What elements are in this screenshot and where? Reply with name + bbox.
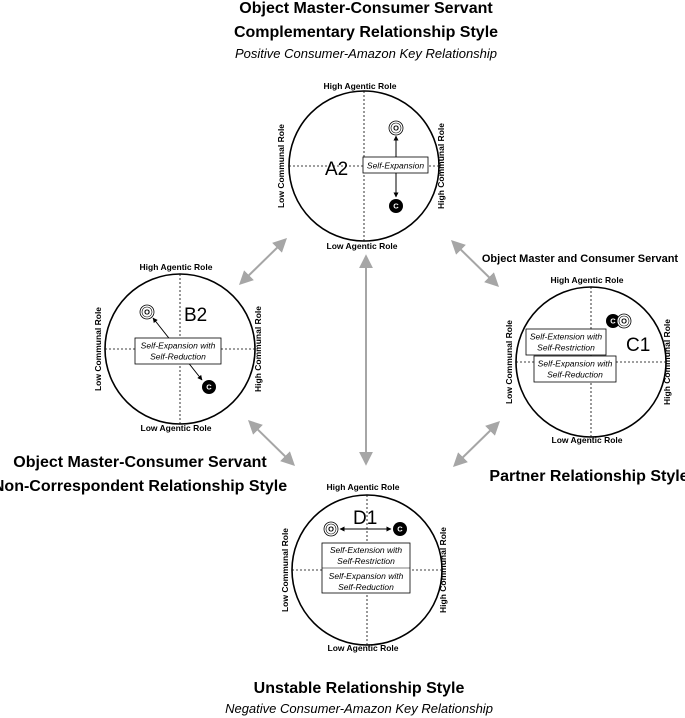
c1-box-2 bbox=[533, 355, 617, 383]
b2-object-node-letter: O bbox=[144, 308, 150, 317]
connector-arrow-c1-d1 bbox=[452, 421, 501, 467]
d1-low-communal-label: Low Communal Role bbox=[280, 528, 290, 612]
c1-object-node-letter: O bbox=[621, 317, 627, 326]
b2-label: B2 bbox=[184, 305, 207, 326]
right-title: Partner Relationship Style bbox=[489, 468, 685, 485]
c1-box-1 bbox=[525, 328, 607, 356]
b2-consumer-node-letter: C bbox=[206, 383, 212, 392]
c1-box2-text-line1: Self-Expansion with bbox=[538, 359, 613, 369]
consumer-node-icon bbox=[606, 314, 620, 328]
d1-box1-text-line2: Self-Restriction bbox=[337, 556, 395, 566]
d1-high-communal-label: High Communal Role bbox=[438, 527, 448, 613]
c1-low-communal-label: Low Communal Role bbox=[504, 320, 514, 404]
a2-label: A2 bbox=[325, 159, 348, 180]
d1-box2-text-line2: Self-Reduction bbox=[338, 582, 394, 592]
object-node-inner-icon bbox=[325, 523, 337, 535]
b2-high-agentic-label: High Agentic Role bbox=[140, 262, 213, 272]
a2-high-communal-label: High Communal Role bbox=[436, 123, 446, 209]
b2-box-text-line2: Self-Reduction bbox=[150, 352, 206, 362]
object-node-inner-icon bbox=[618, 315, 630, 327]
d1-box1-text-line1: Self-Extension with bbox=[330, 545, 403, 555]
b2-low-communal-label: Low Communal Role bbox=[93, 307, 103, 391]
d1-object-node-letter: O bbox=[328, 525, 334, 534]
d1-low-agentic-label: Low Agentic Role bbox=[328, 643, 399, 653]
object-node-inner-icon bbox=[390, 122, 402, 134]
top-title-line2: Complementary Relationship Style bbox=[234, 24, 498, 41]
bottom-title: Unstable Relationship Style bbox=[254, 680, 465, 697]
right-above-label: Object Master and Consumer Servant bbox=[482, 253, 679, 265]
c1-label: C1 bbox=[626, 335, 650, 356]
consumer-node-icon bbox=[393, 522, 407, 536]
quadrant-b2: High Agentic Role Low Agentic Role Low C… bbox=[93, 262, 263, 433]
quadrant-c1: High Agentic Role Low Agentic Role Low C… bbox=[504, 275, 672, 445]
c1-box1-text-line1: Self-Extension with bbox=[530, 332, 603, 342]
top-title-line1: Object Master-Consumer Servant bbox=[239, 0, 493, 17]
c1-low-agentic-label: Low Agentic Role bbox=[552, 435, 623, 445]
consumer-node-icon bbox=[202, 380, 216, 394]
d1-label: D1 bbox=[353, 508, 377, 529]
c1-high-communal-label: High Communal Role bbox=[662, 319, 672, 405]
a2-high-agentic-label: High Agentic Role bbox=[324, 81, 397, 91]
bottom-subtitle: Negative Consumer-Amazon Key Relationshi… bbox=[225, 701, 493, 716]
d1-high-agentic-label: High Agentic Role bbox=[327, 482, 400, 492]
b2-box-text-line1: Self-Expansion with bbox=[141, 341, 216, 351]
left-title-line2: Non-Correspondent Relationship Style bbox=[0, 478, 287, 495]
connector-arrow-a2-c1 bbox=[450, 240, 500, 287]
a2-low-agentic-label: Low Agentic Role bbox=[327, 241, 398, 251]
d1-box2-text-line1: Self-Expansion with bbox=[329, 571, 404, 581]
a2-object-node-letter: O bbox=[393, 124, 399, 133]
b2-high-communal-label: High Communal Role bbox=[253, 306, 263, 392]
quadrant-d1: High Agentic Role Low Agentic Role Low C… bbox=[280, 482, 448, 653]
connector-arrow-a2-b2 bbox=[238, 238, 288, 285]
a2-consumer-node-letter: C bbox=[393, 202, 399, 211]
c1-box2-text-line2: Self-Reduction bbox=[547, 370, 603, 380]
left-title-line1: Object Master-Consumer Servant bbox=[13, 454, 267, 471]
consumer-node-icon bbox=[389, 199, 403, 213]
object-node-inner-icon bbox=[141, 306, 153, 318]
quadrant-a2: High Agentic Role Low Agentic Role Low C… bbox=[276, 81, 446, 251]
top-subtitle: Positive Consumer-Amazon Key Relationshi… bbox=[235, 46, 497, 61]
c1-consumer-node-letter: C bbox=[610, 317, 616, 326]
b2-low-agentic-label: Low Agentic Role bbox=[141, 423, 212, 433]
d1-consumer-node-letter: C bbox=[397, 525, 403, 534]
a2-box bbox=[362, 156, 429, 174]
c1-box1-text-line2: Self-Restriction bbox=[537, 343, 595, 353]
a2-box-text: Self-Expansion bbox=[367, 161, 424, 171]
b2-box bbox=[134, 337, 222, 365]
a2-low-communal-label: Low Communal Role bbox=[276, 124, 286, 208]
connector-arrow-b2-d1 bbox=[247, 420, 296, 466]
c1-high-agentic-label: High Agentic Role bbox=[551, 275, 624, 285]
